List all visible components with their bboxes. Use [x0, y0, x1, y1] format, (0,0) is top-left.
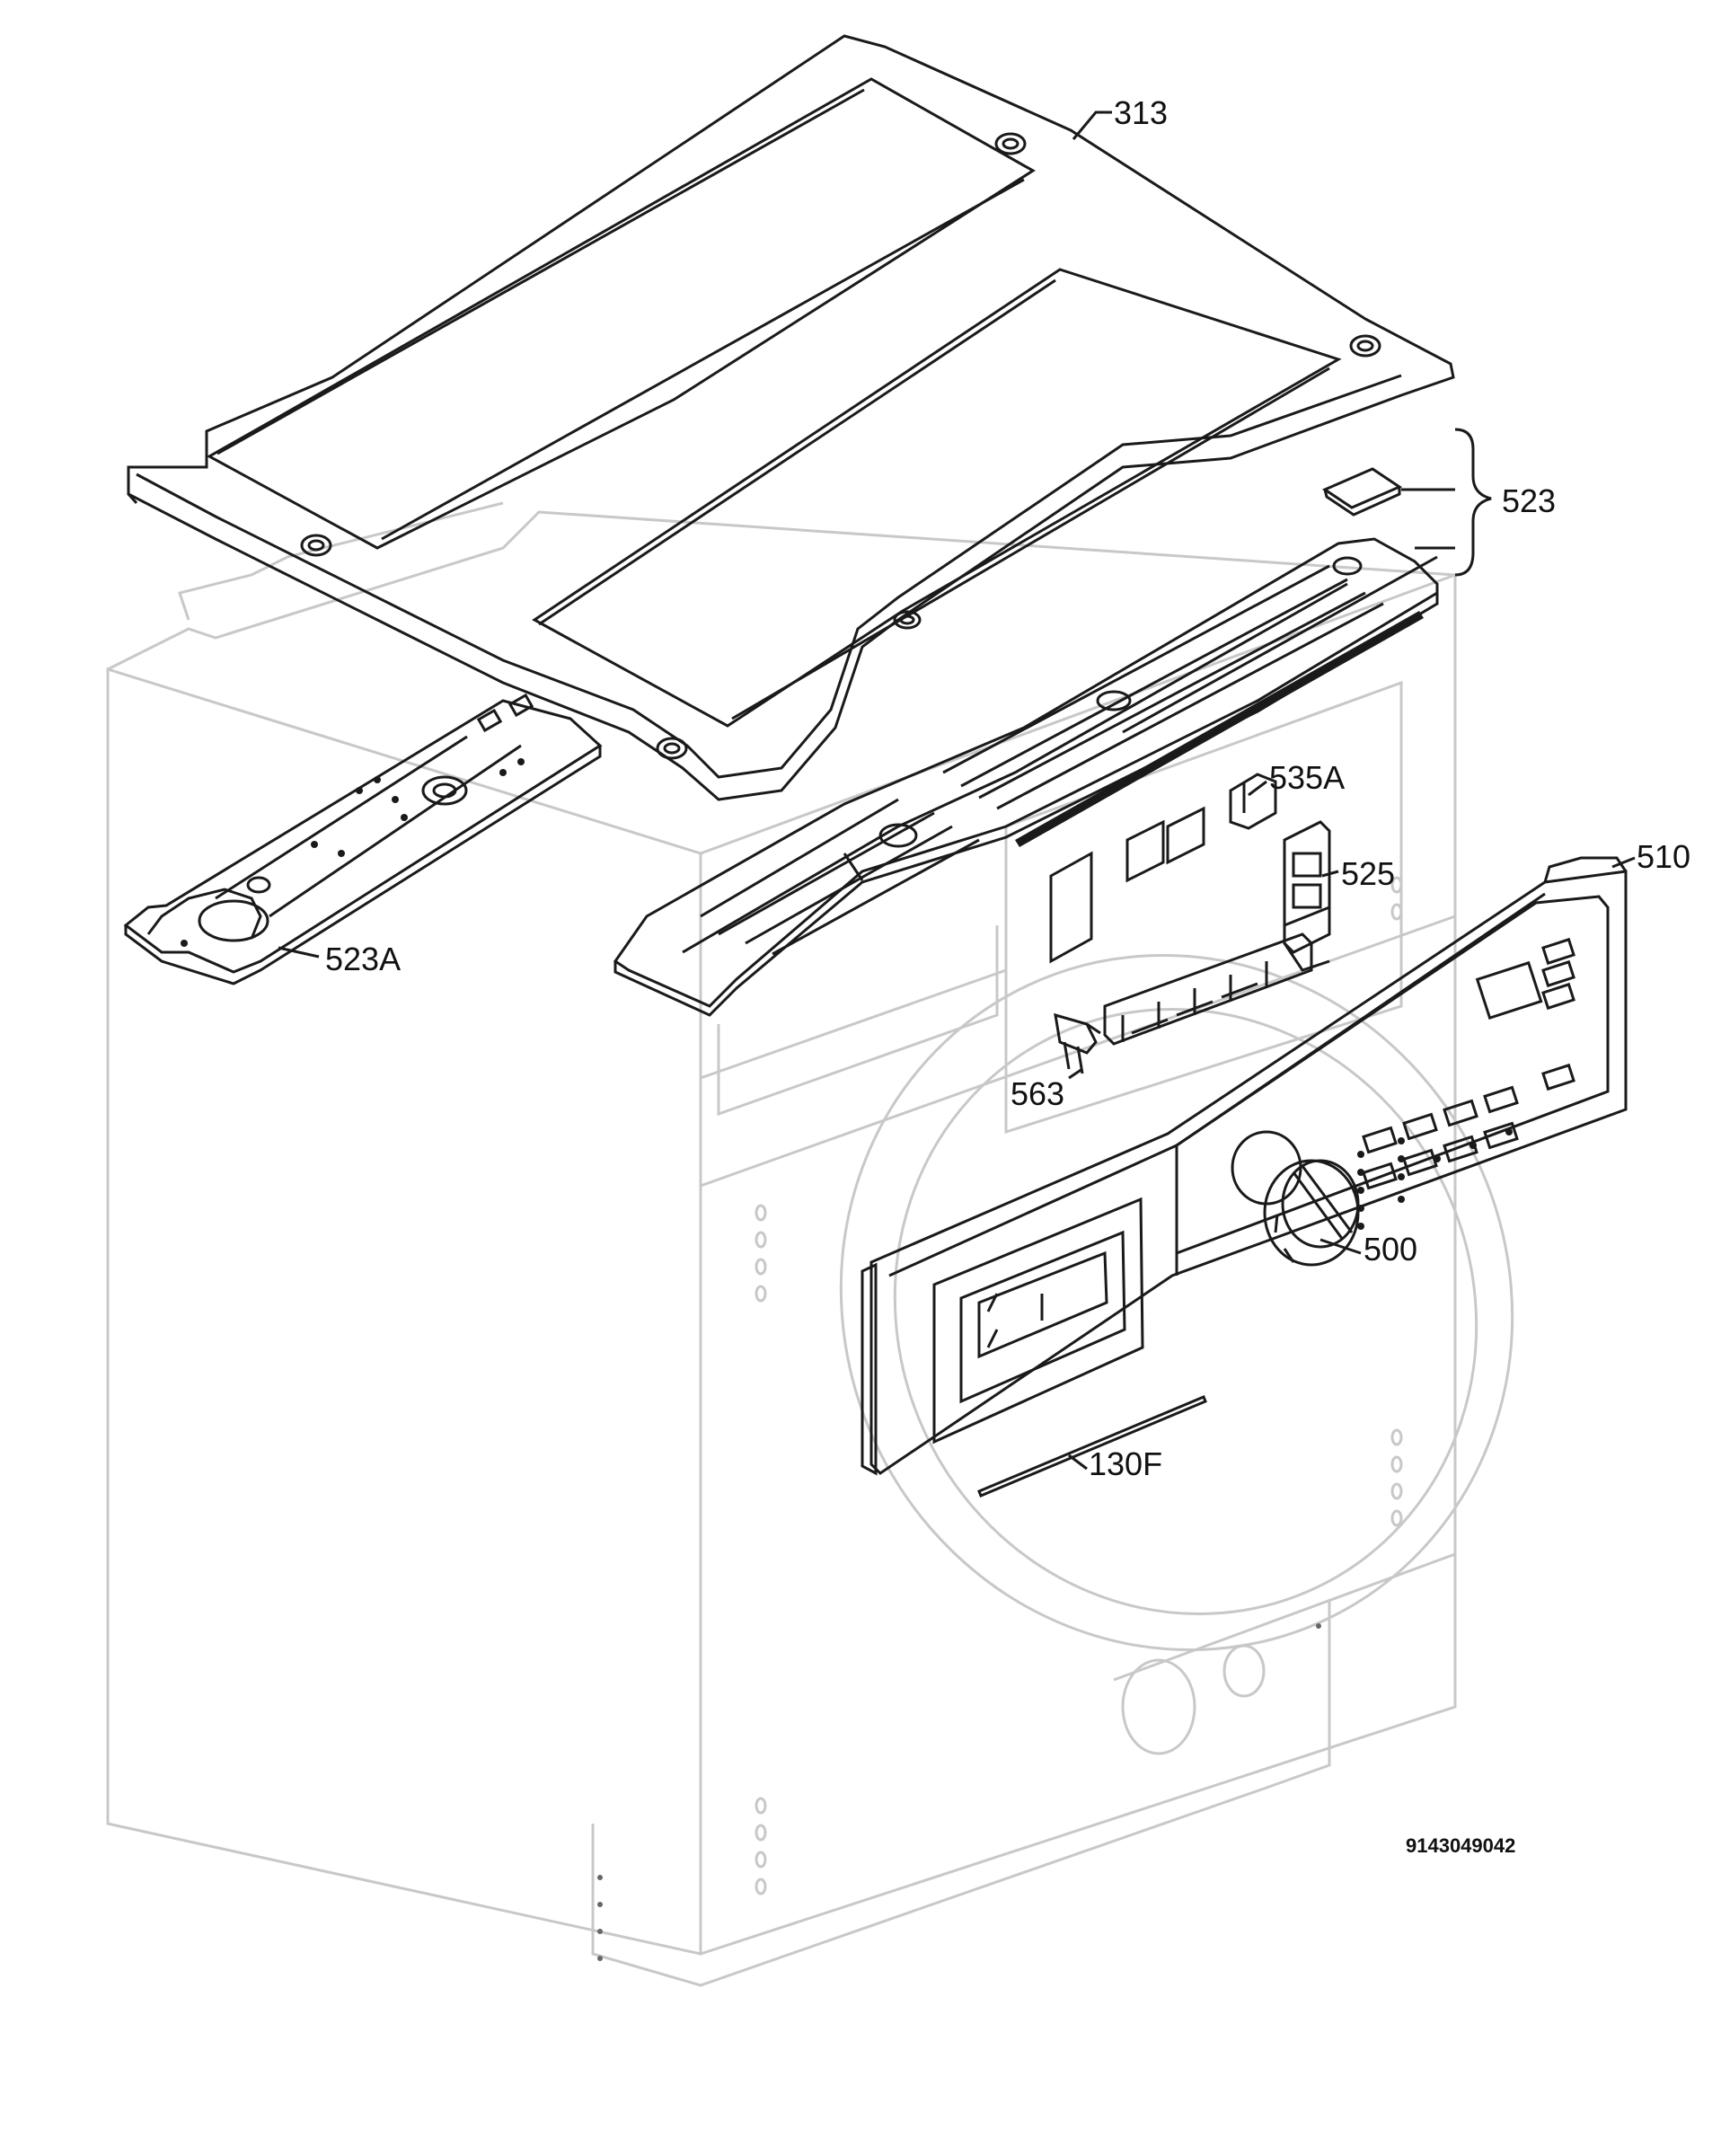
- label-part-500: 500: [1364, 1231, 1418, 1268]
- power-board-525: [1283, 820, 1331, 972]
- diagram-code: 9143049042: [1406, 1834, 1516, 1857]
- seal-tab-523: [1321, 467, 1403, 517]
- top-cover-screw-holes: [300, 132, 1381, 760]
- label-part-510: 510: [1637, 838, 1691, 875]
- cabinet-outline: [106, 501, 1514, 1987]
- connector-535A: [1229, 773, 1277, 830]
- control-panel-510: [860, 856, 1628, 1476]
- label-part-525: 525: [1341, 855, 1396, 892]
- left-rail-holes: [181, 758, 525, 947]
- control-panel-leds: [1357, 1128, 1513, 1230]
- cabinet-holes: [755, 876, 1403, 1895]
- button-563: [1054, 1012, 1101, 1074]
- knob-socket: [1231, 1130, 1302, 1206]
- right-crossbar: [613, 537, 1439, 1017]
- crossbar-front-rail: [1015, 611, 1424, 847]
- connector-row: [1049, 806, 1205, 964]
- plinth-holes: [597, 1623, 1321, 1961]
- left-rail-523A: [123, 693, 603, 985]
- leader-lines: [278, 110, 1636, 1471]
- label-part-523A: 523A: [325, 941, 402, 977]
- label-part-563: 563: [1011, 1075, 1065, 1112]
- knob-500: [1263, 1159, 1360, 1267]
- label-part-130F: 130F: [1089, 1445, 1163, 1482]
- top-cover-313: [127, 34, 1455, 801]
- strip-130F: [977, 1395, 1207, 1498]
- label-part-535A: 535A: [1269, 759, 1346, 796]
- label-part-313: 313: [1114, 94, 1169, 131]
- control-panel-display: [1475, 937, 1575, 1091]
- control-board: [1103, 932, 1313, 1046]
- label-part-523: 523: [1502, 482, 1557, 519]
